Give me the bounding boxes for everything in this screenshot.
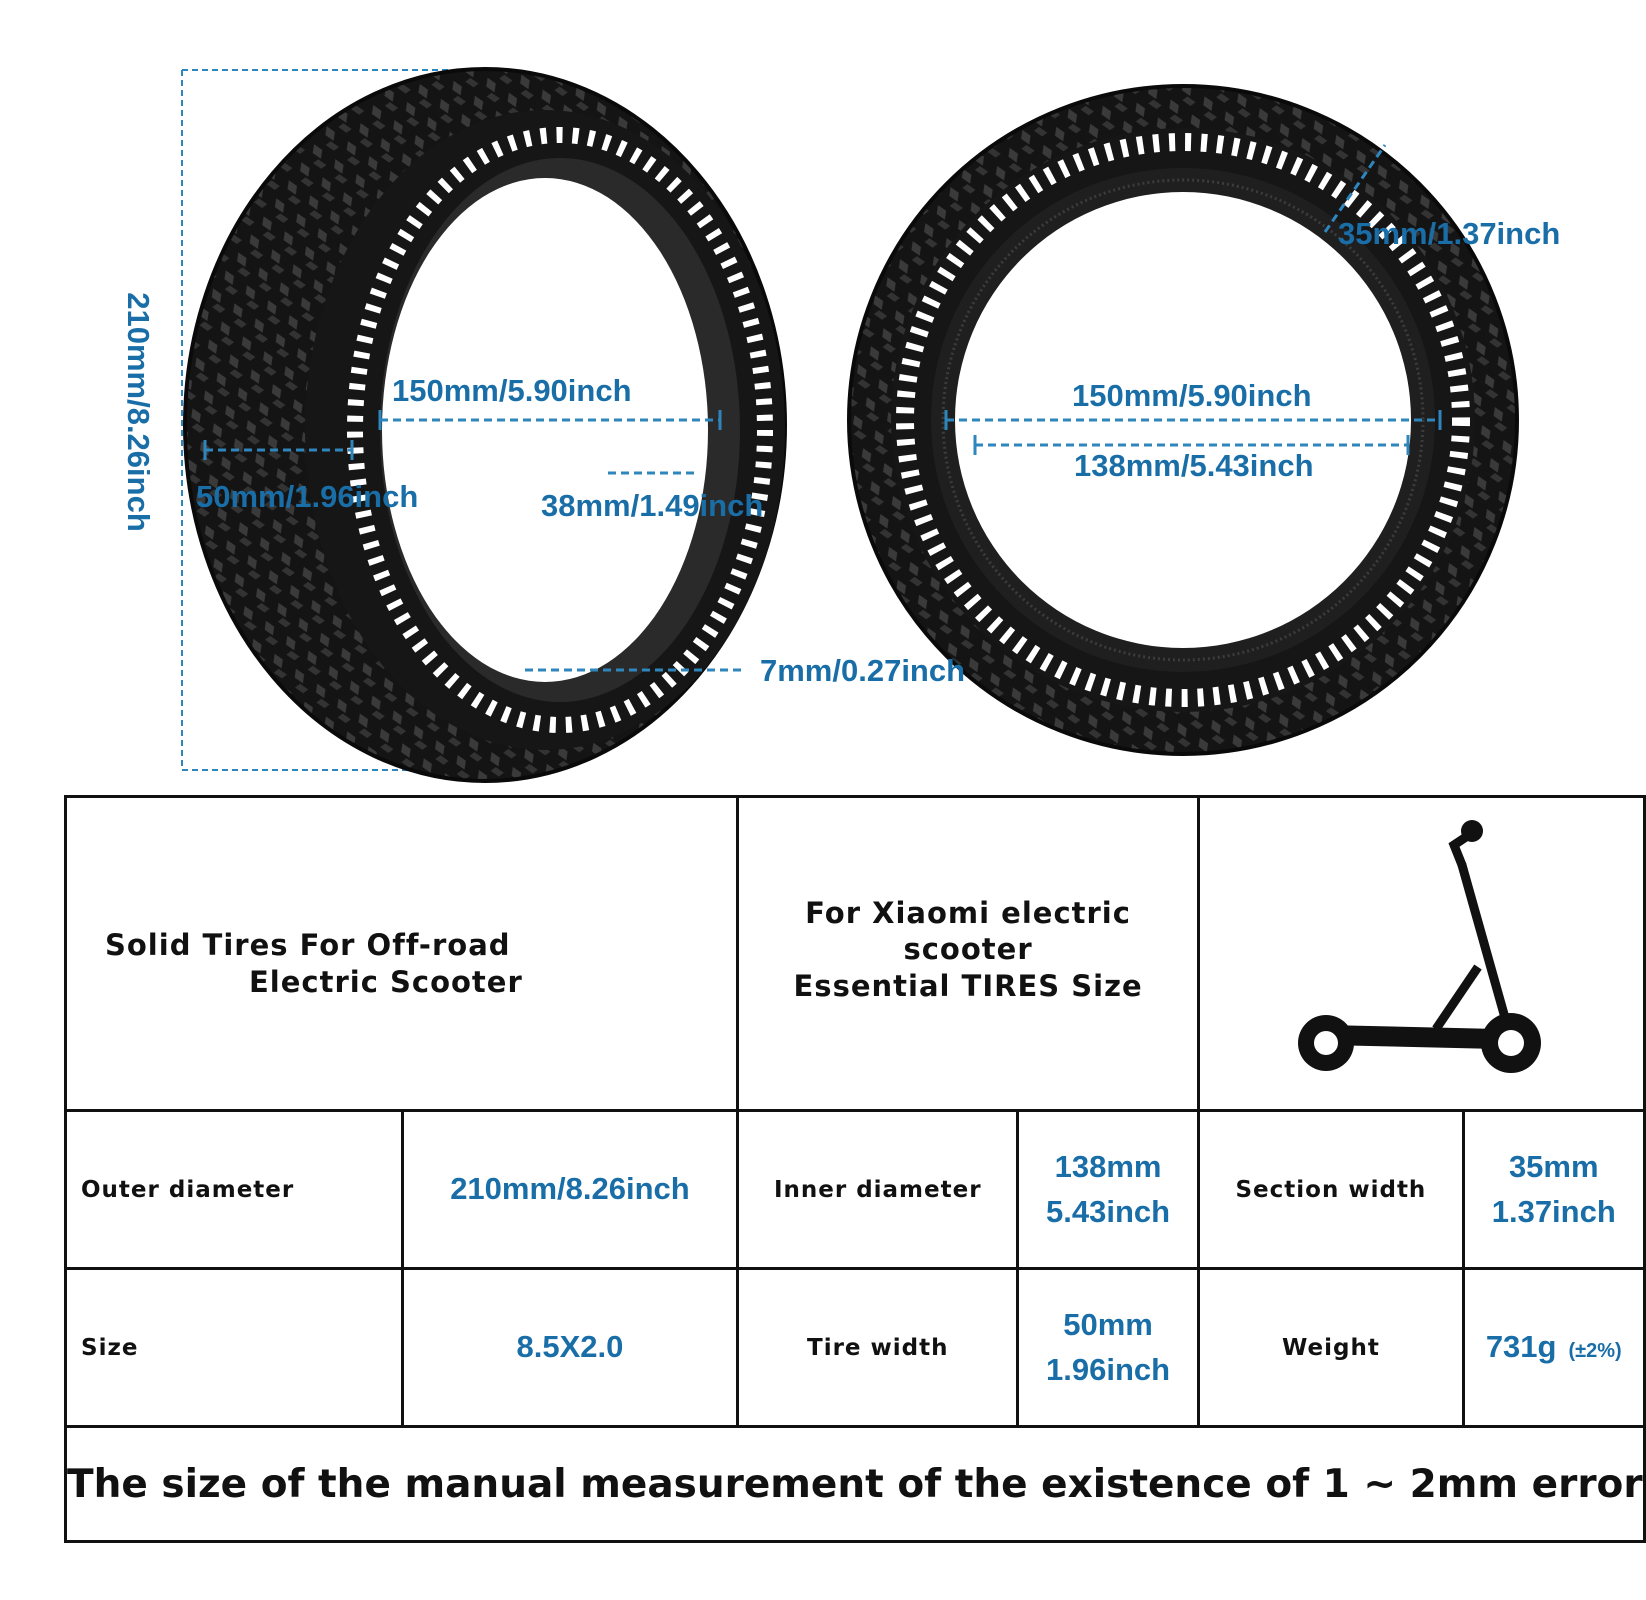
inner-diameter-label: Inner diameter <box>773 1176 982 1203</box>
title-left-line2: Electric Scooter <box>249 964 523 999</box>
tire-width-value-mm: 50mm <box>1063 1306 1153 1342</box>
right-section-width-label: 35mm/1.37inch <box>1338 216 1561 251</box>
size-label: Size <box>81 1334 139 1361</box>
size-label-cell: Size <box>64 1267 404 1428</box>
weight-label: Weight <box>1281 1334 1380 1361</box>
section-width-value-inch: 1.37inch <box>1491 1193 1616 1229</box>
table-row: Outer diameter 210mm/8.26inch Inner diam… <box>64 1109 1646 1270</box>
tire-width-label-cell: Tire width <box>736 1267 1020 1428</box>
table-header-row: Solid Tires For Off-road Electric Scoote… <box>63 795 1646 1112</box>
scooter-cell <box>1196 795 1646 1112</box>
footer-cell: The size of the manual measurement of th… <box>64 1425 1646 1543</box>
tire-illustration <box>181 67 1519 783</box>
left-150-dimension-label: 150mm/5.90inch <box>392 373 632 408</box>
weight-tolerance: (±2%) <box>1568 1340 1622 1363</box>
outer-diameter-label: Outer diameter <box>81 1176 295 1203</box>
section-width-label: Section width <box>1235 1176 1427 1203</box>
section-width-value-mm: 35mm <box>1508 1148 1599 1184</box>
weight-value: 731g <box>1485 1329 1557 1365</box>
scooter-icon <box>1298 819 1542 1073</box>
inner-diameter-value-mm: 138mm <box>1054 1148 1162 1184</box>
inner-diameter-label-cell: Inner diameter <box>736 1109 1020 1270</box>
title-cell-mid: For Xiaomi electric scooter Essential TI… <box>736 795 1200 1112</box>
right-150-dimension-label: 150mm/5.90inch <box>1072 378 1312 413</box>
section-width-label-cell: Section width <box>1196 1109 1465 1270</box>
table-row: Size 8.5X2.0 Tire width 50mm 1.96inch We… <box>64 1267 1646 1428</box>
tire-width-value-inch: 1.96inch <box>1046 1351 1171 1387</box>
dimension-lines <box>205 144 1440 672</box>
weight-value-cell: 731g (±2%) <box>1461 1267 1646 1428</box>
weight-label-cell: Weight <box>1196 1267 1465 1428</box>
outer-diameter-dimension-label: 210mm/8.26inch <box>121 292 156 532</box>
title-left-line1: Solid Tires For Off-road <box>105 928 511 963</box>
tire-width-label: Tire width <box>807 1334 949 1361</box>
tire-diagram: 210mm/8.26inch 150mm/5.90inch 50mm/1.96i… <box>0 0 1600 790</box>
measurement-error-note: The size of the manual measurement of th… <box>67 1461 1643 1507</box>
tire-width-value-cell: 50mm 1.96inch <box>1016 1267 1200 1428</box>
title-mid-line2: Essential TIRES Size <box>793 968 1143 1003</box>
inner-diameter-value-inch: 5.43inch <box>1046 1193 1171 1229</box>
table-footer-row: The size of the manual measurement of th… <box>64 1425 1646 1543</box>
outer-diameter-value-cell: 210mm/8.26inch <box>400 1109 740 1270</box>
left-tire <box>183 67 787 783</box>
size-value-cell: 8.5X2.0 <box>400 1267 740 1428</box>
spec-table: Solid Tires For Off-road Electric Scoote… <box>63 795 1646 1543</box>
title-cell-left: Solid Tires For Off-road Electric Scoote… <box>63 795 740 1112</box>
left-7-dimension-label: 7mm/0.27inch <box>760 653 966 688</box>
right-138-dimension-label: 138mm/5.43inch <box>1074 448 1314 483</box>
left-38-dimension-label: 38mm/1.49inch <box>541 488 764 523</box>
inner-diameter-value-cell: 138mm 5.43inch <box>1016 1109 1200 1270</box>
title-mid-line1: For Xiaomi electric scooter <box>805 896 1131 967</box>
section-width-value-cell: 35mm 1.37inch <box>1461 1109 1646 1270</box>
left-tire-width-label: 50mm/1.96inch <box>196 479 419 514</box>
outer-diameter-label-cell: Outer diameter <box>64 1109 404 1270</box>
size-value: 8.5X2.0 <box>516 1329 624 1365</box>
outer-diameter-value: 210mm/8.26inch <box>450 1171 690 1207</box>
